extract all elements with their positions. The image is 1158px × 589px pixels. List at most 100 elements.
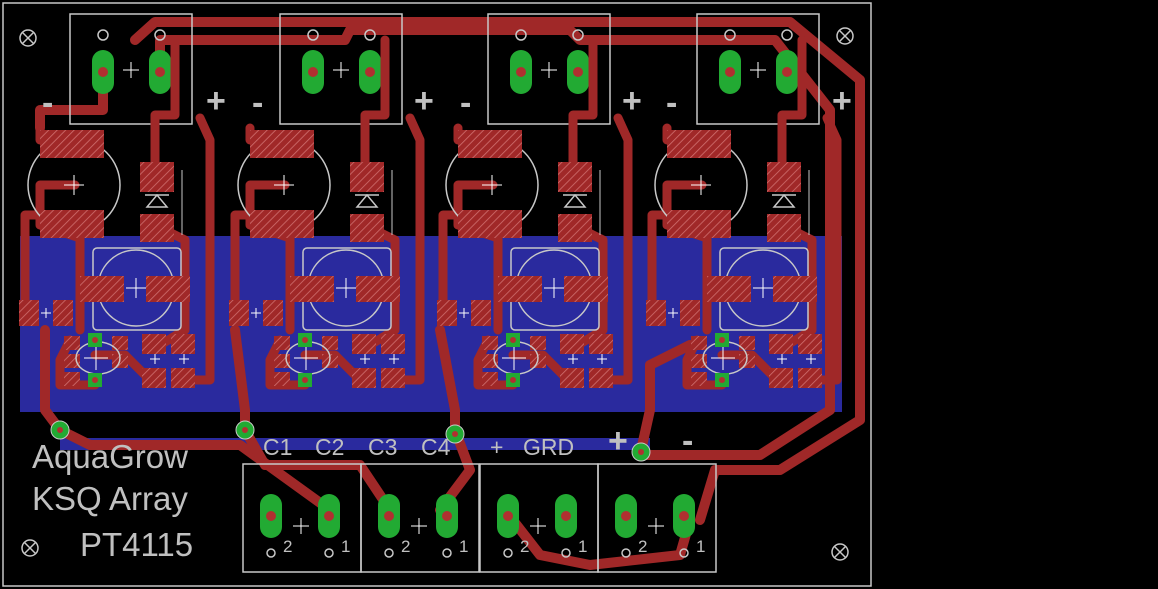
label-c1: C1 xyxy=(263,434,292,460)
smd-pad xyxy=(769,334,793,354)
output-plus-mark: + xyxy=(608,422,628,460)
jack-pin-mark xyxy=(572,29,584,41)
trace xyxy=(150,35,180,180)
board-title: AquaGrow KSQ Array PT4115 xyxy=(32,438,193,563)
inductor-pad xyxy=(146,276,190,302)
pin-number-2: 2 xyxy=(520,537,529,556)
jack-pad-plus xyxy=(782,67,792,77)
diode-symbol-icon xyxy=(145,193,169,208)
capacitor-pad xyxy=(667,130,731,158)
smd-pad xyxy=(798,334,822,354)
pin-number-1: 1 xyxy=(341,537,350,556)
ic-pad xyxy=(739,336,755,350)
pin-number-2: 2 xyxy=(638,537,647,556)
jack-pad-minus xyxy=(98,67,108,77)
diode-pad xyxy=(767,214,801,242)
jack-pin-mark xyxy=(307,29,319,41)
smd-pad xyxy=(798,368,822,388)
polarity-minus: - xyxy=(666,84,677,122)
mounting-hole-icon xyxy=(831,543,849,561)
label-grd: GRD xyxy=(523,434,574,460)
resistor-pad xyxy=(437,300,457,326)
driver-module-3 xyxy=(437,13,633,390)
via-icon xyxy=(92,337,98,343)
connector-pin-mark xyxy=(561,548,571,558)
diode-pad xyxy=(140,162,174,192)
ic-pad xyxy=(322,336,338,350)
label-c2: C2 xyxy=(315,434,344,460)
resistor-pad xyxy=(263,300,283,326)
inductor-pad xyxy=(356,276,400,302)
via-icon xyxy=(510,377,516,383)
smd-pad xyxy=(381,368,405,388)
driver-modules xyxy=(19,13,842,390)
label-c4: C4 xyxy=(421,434,451,460)
jack-pad-minus xyxy=(308,67,318,77)
jack-pin-mark xyxy=(364,29,376,41)
driver-module-2 xyxy=(229,13,425,390)
ic-pad xyxy=(530,336,546,350)
label-c3: C3 xyxy=(368,434,397,460)
smd-pad xyxy=(560,368,584,388)
diode-pad xyxy=(558,162,592,192)
board-outline xyxy=(2,2,872,587)
polarity-plus: + xyxy=(832,82,852,120)
capacitor-pad xyxy=(667,210,731,238)
ic-pad xyxy=(691,336,707,350)
connector-outline xyxy=(597,463,717,573)
polarity-marks: - + - + - + - + + - xyxy=(42,82,852,460)
via-icon xyxy=(242,427,248,433)
capacitor-pad xyxy=(250,210,314,238)
connector-pad-1 xyxy=(679,511,689,521)
jack-pad-plus xyxy=(155,67,165,77)
smd-pad xyxy=(142,334,166,354)
jack-pin-mark xyxy=(97,29,109,41)
diode-pad xyxy=(767,162,801,192)
capacitor-pad xyxy=(250,130,314,158)
driver-module-1 xyxy=(19,13,215,390)
ic-pad xyxy=(482,336,498,350)
resistor-pad xyxy=(471,300,491,326)
diode-pad xyxy=(140,214,174,242)
ic-pad xyxy=(64,372,80,386)
connector-pin-mark xyxy=(621,548,631,558)
connector-pad-2 xyxy=(621,511,631,521)
via-icon xyxy=(302,337,308,343)
title-line-2: KSQ Array xyxy=(32,480,188,517)
mounting-hole-icon xyxy=(21,539,39,557)
capacitor-pad xyxy=(40,130,104,158)
connector-pin-mark xyxy=(266,548,276,558)
connector-labels: C1 C2 C3 C4 + GRD xyxy=(263,434,574,460)
ic-pad xyxy=(64,336,80,350)
mounting-hole-icon xyxy=(836,27,854,45)
smd-pad xyxy=(769,368,793,388)
polarity-plus: + xyxy=(622,82,642,120)
jack-pad-plus xyxy=(365,67,375,77)
ic-pad xyxy=(112,336,128,350)
diode-pad xyxy=(350,214,384,242)
jack-pin-mark xyxy=(154,29,166,41)
input-jack-outline xyxy=(696,13,820,125)
via-icon xyxy=(719,377,725,383)
output-minus-mark: - xyxy=(682,422,693,460)
inductor-pad xyxy=(290,276,334,302)
ic-pad xyxy=(691,354,707,368)
connector-pad-1 xyxy=(561,511,571,521)
smd-pad xyxy=(589,334,613,354)
polarity-minus: - xyxy=(42,84,53,122)
trace xyxy=(807,113,842,385)
ic-pad xyxy=(274,354,290,368)
diode-symbol-icon xyxy=(563,193,587,208)
connector-pin-mark xyxy=(324,548,334,558)
trace xyxy=(180,113,215,385)
connector-pad-2 xyxy=(266,511,276,521)
polarity-plus: + xyxy=(414,82,434,120)
diode-pad xyxy=(558,214,592,242)
connector-pin-mark xyxy=(442,548,452,558)
connector-outline xyxy=(360,463,480,573)
connector-pad-2 xyxy=(503,511,513,521)
